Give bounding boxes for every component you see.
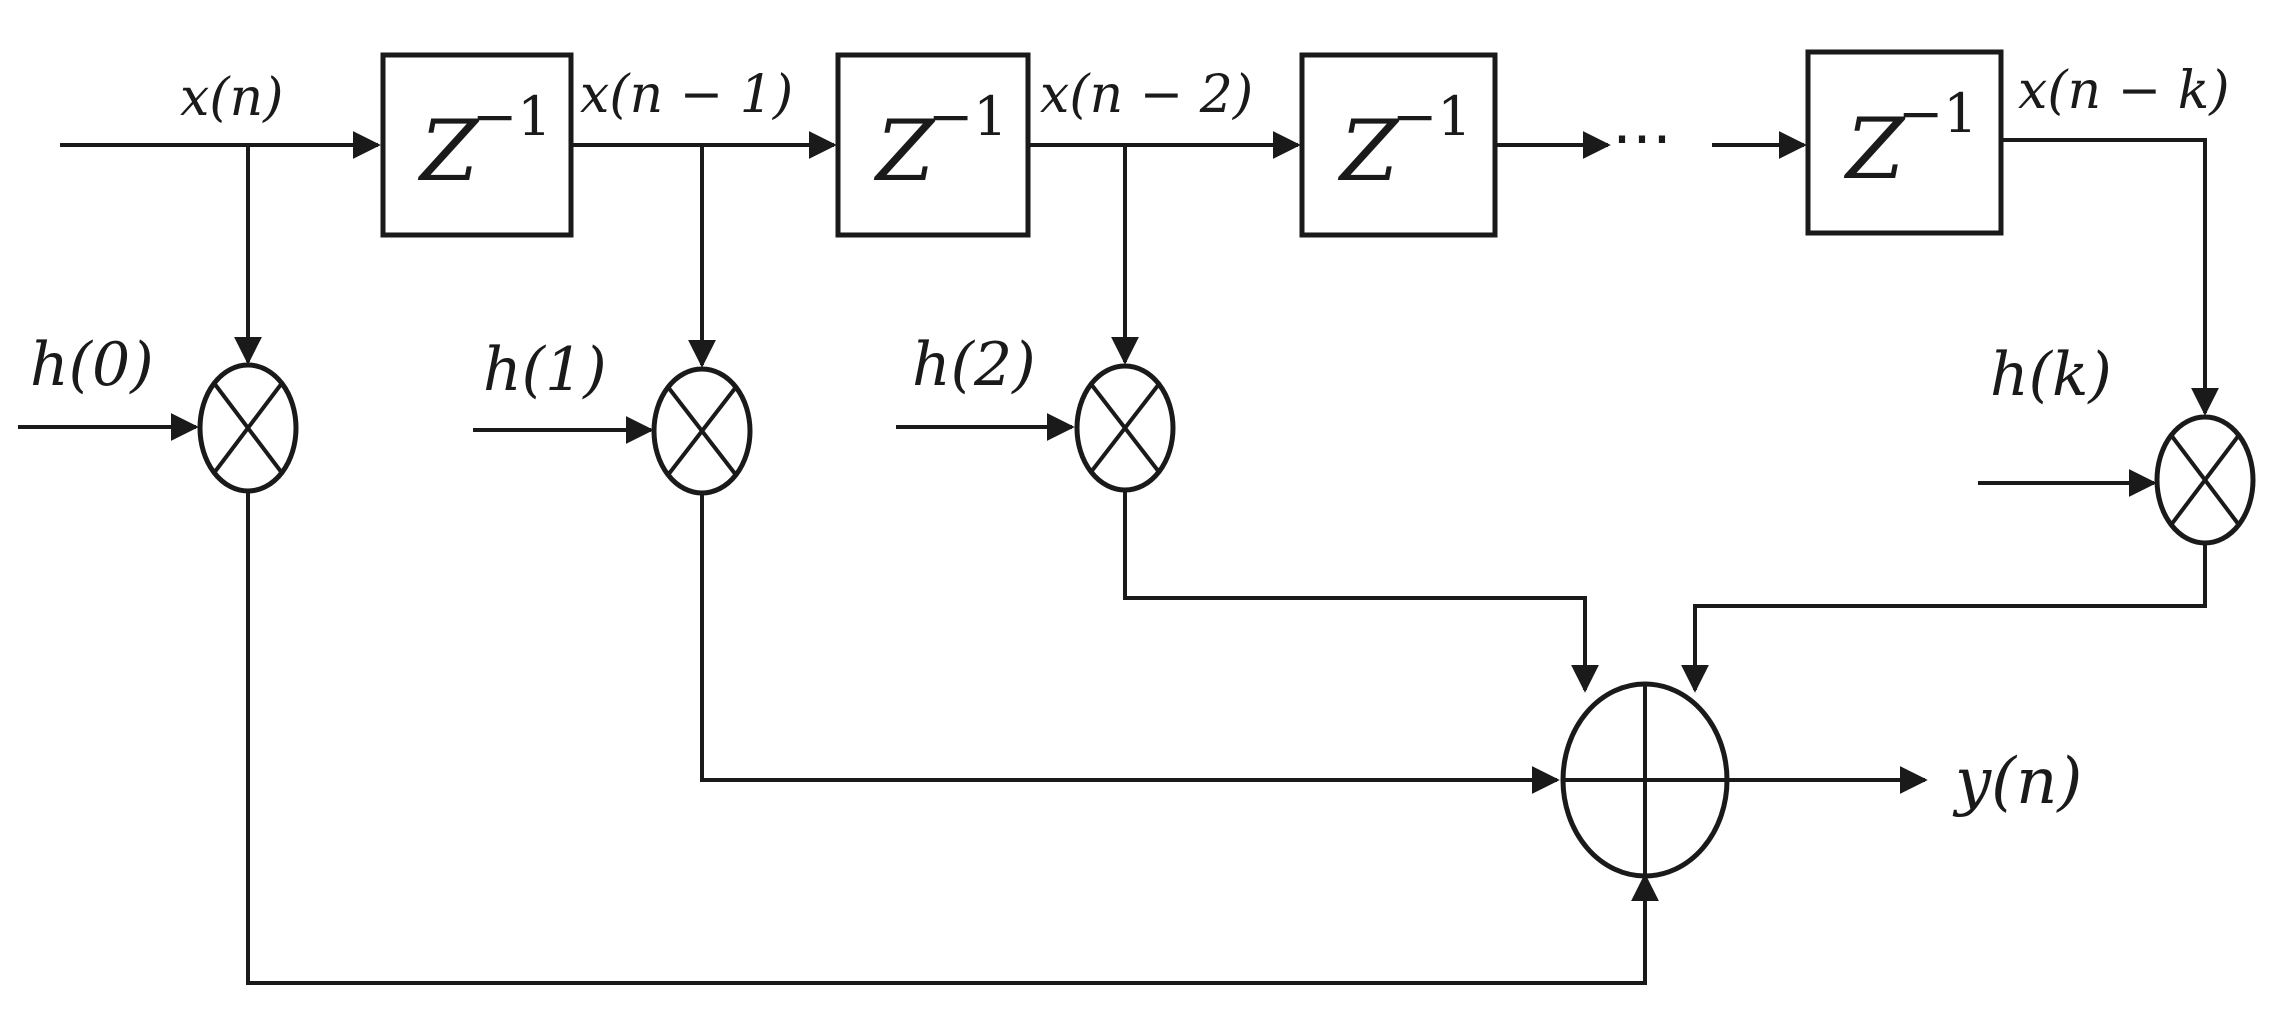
product-wire-2	[1123, 490, 1599, 693]
delayed-signal-label-k: x(n − k)	[2018, 61, 2230, 121]
multiply-circle-icon	[1074, 363, 1176, 493]
product-wire-0	[246, 491, 1659, 985]
delay-block-k: Z −1	[1805, 49, 2004, 236]
delayed-signal-label-2: x(n − 2)	[1040, 65, 1253, 125]
sum-circle-icon	[1560, 681, 1730, 879]
svg-text:Z: Z	[1337, 102, 1400, 200]
product-wire-k	[1681, 543, 2207, 693]
input-signal-label: x(n)	[180, 68, 283, 128]
coefficient-label-2: h(2)	[912, 330, 1036, 400]
multiply-circle-icon	[651, 366, 753, 496]
svg-text:−1: −1	[1392, 85, 1472, 148]
svg-text:−1: −1	[1898, 82, 1978, 145]
coefficient-label-0: h(0)	[30, 330, 154, 400]
svg-text:−1: −1	[472, 85, 552, 148]
multiply-circle-icon	[197, 362, 299, 494]
delay-block-3: Z −1	[1299, 52, 1498, 238]
svg-text:Z: Z	[417, 102, 480, 200]
coefficient-label-k: h(k)	[1990, 340, 2112, 410]
delay-block-2: Z −1	[835, 52, 1031, 238]
delayed-signal-label-1: x(n − 1)	[580, 65, 793, 125]
svg-text:−1: −1	[928, 85, 1008, 148]
svg-text:Z: Z	[873, 102, 936, 200]
output-signal-label: y(n)	[1952, 745, 2082, 819]
svg-text:Z: Z	[1843, 100, 1906, 198]
ellipsis-label: ⋯	[1612, 103, 1672, 173]
wire-delayk-to-multiplier-k	[2001, 138, 2219, 416]
coefficient-label-1: h(1)	[483, 335, 607, 405]
delay-block-1: Z −1	[380, 52, 574, 238]
multiply-circle-icon	[2154, 414, 2256, 546]
product-wire-1	[700, 493, 1560, 794]
